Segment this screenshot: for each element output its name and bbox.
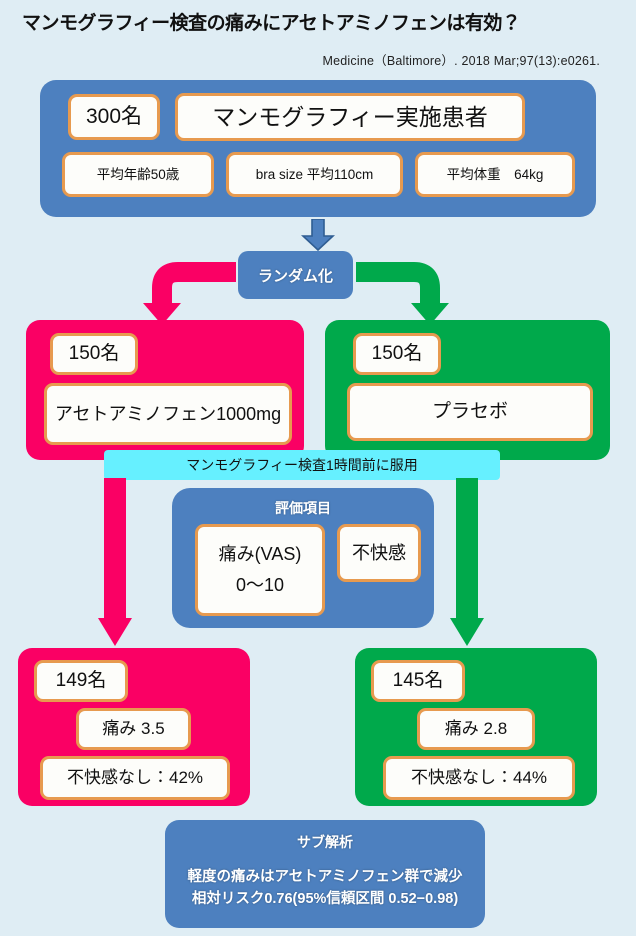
- treatment-arm-intervention: アセトアミノフェン1000mg: [44, 383, 292, 445]
- randomization-branch-arrows: [143, 262, 449, 325]
- treatment-result-no-discomfort: 不快感なし：42%: [40, 756, 230, 800]
- treatment-results-panel: 149名 痛み 3.5 不快感なし：42%: [18, 648, 250, 806]
- control-arm-intervention: プラセボ: [347, 383, 593, 441]
- treatment-result-n: 149名: [34, 660, 128, 702]
- sub-analysis-line-1: 軽度の痛みはアセトアミノフェン群で減少: [187, 869, 463, 885]
- treatment-result-pain: 痛み 3.5: [76, 708, 191, 750]
- treatment-arm-n: 150名: [50, 333, 138, 375]
- control-arm-panel: 150名 プラセボ: [325, 320, 610, 460]
- evaluation-primary-range: 0〜10: [235, 575, 285, 595]
- sub-analysis-line-2: 相対リスク0.76(95%信頼区間 0.52−0.98): [191, 890, 459, 907]
- administration-timing-text: マンモグラフィー検査1時間前に服用: [186, 457, 418, 473]
- outcome-flow-arrows: [98, 478, 484, 646]
- evaluation-items-panel: 評価項目 痛み(VAS) 0〜10 不快感: [172, 488, 434, 628]
- control-results-panel: 145名 痛み 2.8 不快感なし：44%: [355, 648, 597, 806]
- citation-text: Medicine（Baltimore）. 2018 Mar;97(13):e02…: [322, 54, 600, 68]
- evaluation-primary-label: 痛み(VAS): [218, 544, 302, 565]
- cohort-mean-bra-size: bra size 平均110cm: [226, 152, 403, 197]
- cohort-mean-weight: 平均体重 64kg: [415, 152, 575, 197]
- control-result-pain: 痛み 2.8: [417, 708, 535, 750]
- cohort-panel: 300名 マンモグラフィー実施患者 平均年齢50歳 bra size 平均110…: [40, 80, 596, 217]
- sub-analysis-body: 軽度の痛みはアセトアミノフェン群で減少 相対リスク0.76(95%信頼区間 0.…: [165, 867, 485, 911]
- control-arm-n: 150名: [353, 333, 441, 375]
- control-result-no-discomfort: 不快感なし：44%: [383, 756, 575, 800]
- evaluation-secondary-outcome: 不快感: [337, 524, 421, 582]
- administration-timing-banner: マンモグラフィー検査1時間前に服用: [104, 450, 500, 480]
- page-title: マンモグラフィー検査の痛みにアセトアミノフェンは有効？: [22, 13, 521, 34]
- control-result-n: 145名: [371, 660, 465, 702]
- evaluation-items-title: 評価項目: [275, 500, 331, 516]
- cohort-population: マンモグラフィー実施患者: [175, 93, 525, 141]
- arrow-down-to-randomization: [301, 219, 335, 251]
- cohort-mean-age: 平均年齢50歳: [62, 152, 214, 197]
- treatment-arm-panel: 150名 アセトアミノフェン1000mg: [26, 320, 304, 460]
- randomization-box: ランダム化: [238, 251, 353, 299]
- sub-analysis-panel: サブ解析 軽度の痛みはアセトアミノフェン群で減少 相対リスク0.76(95%信頼…: [165, 820, 485, 928]
- cohort-sample-size: 300名: [68, 94, 160, 140]
- randomization-label: ランダム化: [257, 267, 333, 285]
- sub-analysis-title: サブ解析: [297, 834, 353, 850]
- evaluation-primary-outcome: 痛み(VAS) 0〜10: [195, 524, 325, 616]
